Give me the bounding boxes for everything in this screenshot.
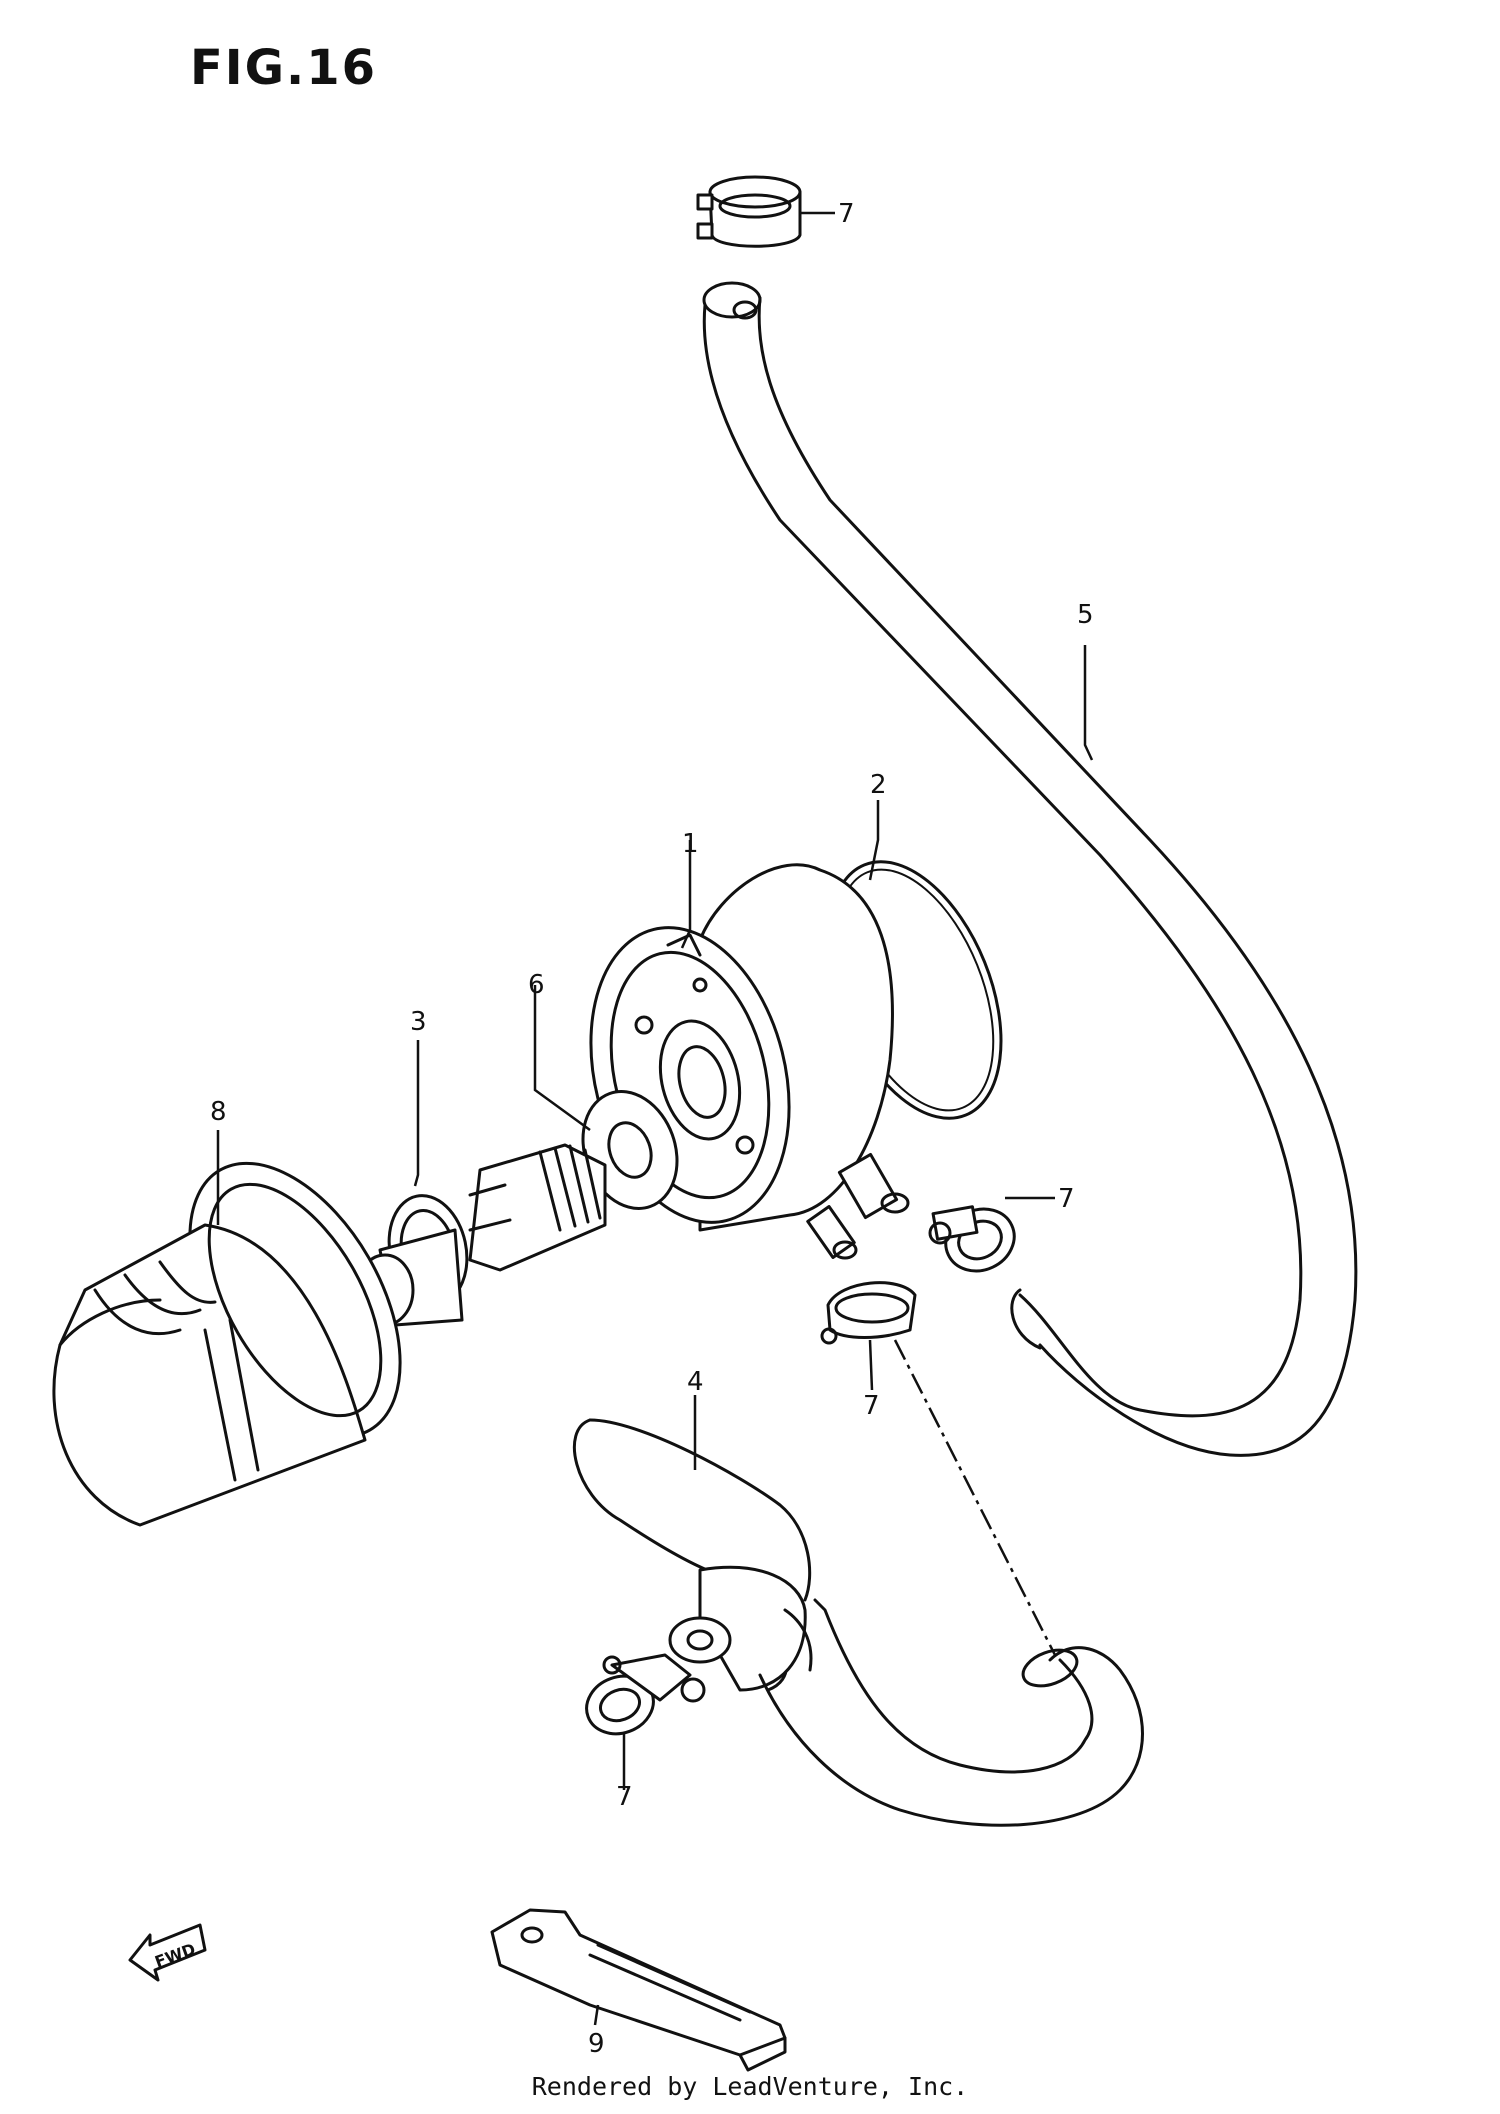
callout-9: 9 xyxy=(588,2029,605,2059)
part-7-clamp-right[interactable] xyxy=(928,1198,1024,1282)
part-4-hose[interactable] xyxy=(573,1418,1144,1827)
callout-1: 1 xyxy=(682,829,699,859)
front-arrow-icon: FWD xyxy=(128,1923,207,1982)
callout-7-mid: 7 xyxy=(863,1391,880,1421)
callout-4: 4 xyxy=(687,1367,704,1397)
callout-6: 6 xyxy=(528,970,545,1000)
callout-8: 8 xyxy=(210,1097,227,1127)
callout-7-top: 7 xyxy=(838,199,855,229)
callout-3: 3 xyxy=(410,1007,427,1037)
part-5-hose[interactable] xyxy=(702,281,1358,1457)
callout-7-bottom: 7 xyxy=(616,1782,633,1812)
callout-5: 5 xyxy=(1077,600,1094,630)
render-credit: Rendered by LeadVenture, Inc. xyxy=(531,2072,969,2101)
part-7-clamp-mid[interactable] xyxy=(820,1281,917,1345)
part-3-union-bolt[interactable] xyxy=(355,1143,607,1327)
part-8-oil-filter[interactable] xyxy=(52,1128,444,1527)
part-9-bracket[interactable] xyxy=(490,1908,787,2072)
part-7-clamp-bottom[interactable] xyxy=(578,1653,706,1743)
callout-7-right: 7 xyxy=(1058,1184,1075,1214)
leader-lines xyxy=(216,211,1094,2026)
part-7-clamp-top[interactable] xyxy=(696,175,802,248)
callout-2: 2 xyxy=(870,770,887,800)
figure-title: FIG.16 xyxy=(190,40,378,96)
